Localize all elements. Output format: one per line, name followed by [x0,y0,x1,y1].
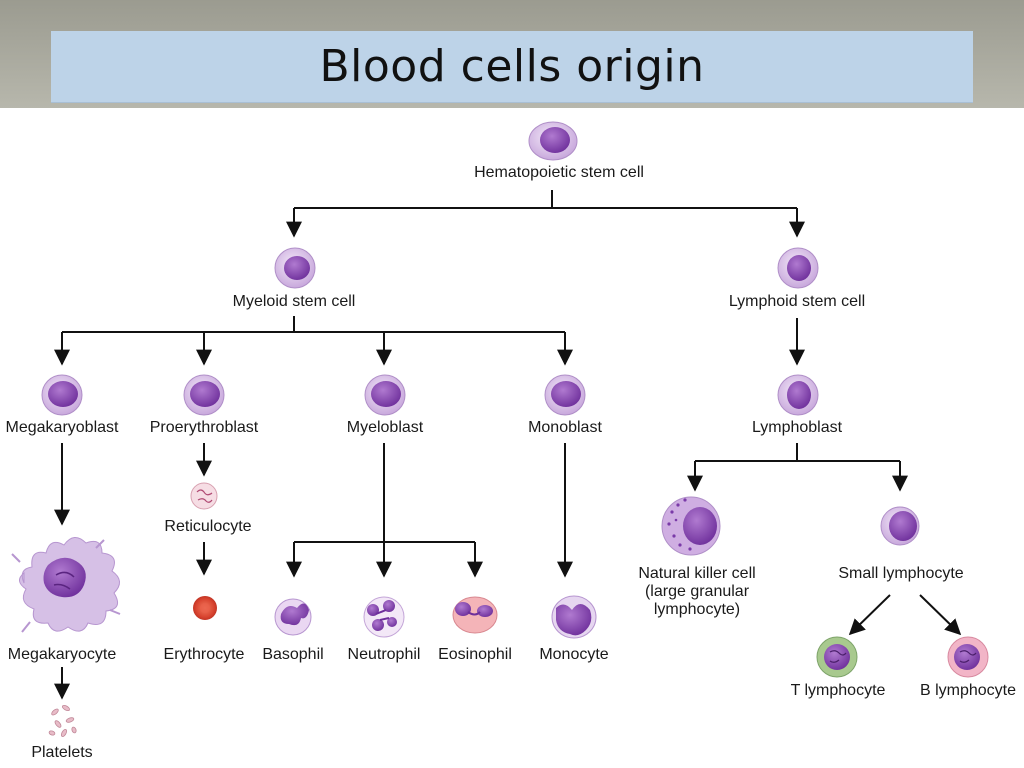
proerythroblast-label: Proerythroblast [150,419,259,436]
lymphoid-stem-cell-icon [777,247,819,289]
lymphoblast-label: Lymphoblast [752,419,843,436]
megakaryocyte-label: Megakaryocyte [8,646,117,663]
erythrocyte-icon [193,596,217,620]
myeloid-stem-cell-icon [274,247,316,289]
small-lymphocyte-icon [880,506,920,546]
megakaryoblast-label: Megakaryoblast [6,419,120,436]
neutrophil-label: Neutrophil [348,646,421,663]
nk-label-line3: lymphocyte) [654,601,740,618]
t-lymphocyte-icon [816,636,858,678]
megakaryocyte-icon [11,537,121,633]
platelets-icon [48,704,77,738]
eosinophil-label: Eosinophil [438,646,512,663]
nk-label-line2: (large granular [645,583,750,600]
natural-killer-cell-icon [661,496,721,556]
neutrophil-icon [363,596,405,638]
monocyte-icon [551,595,597,639]
hsc-cell-icon [528,121,578,161]
hsc-label: Hematopoietic stem cell [474,164,644,181]
nk-label-line1: Natural killer cell [638,565,755,582]
basophil-label: Basophil [262,646,323,663]
erythrocyte-label: Erythrocyte [164,646,245,663]
eosinophil-icon [452,596,498,634]
megakaryoblast-icon [41,374,83,416]
proerythroblast-icon [183,374,225,416]
slide-title: Blood cells origin [319,41,705,92]
basophil-icon [274,598,312,636]
b-lymphocyte-icon [947,636,989,678]
connectors [54,190,962,700]
b-lymphocyte-label: B lymphocyte [920,682,1016,699]
myeloid-stem-cell-label: Myeloid stem cell [233,293,356,310]
t-lymphocyte-label: T lymphocyte [791,682,886,699]
monocyte-label: Monocyte [539,646,608,663]
lymphoblast-icon [777,374,819,416]
monoblast-label: Monoblast [528,419,602,436]
lymphoid-stem-cell-label: Lymphoid stem cell [729,293,865,310]
reticulocyte-label: Reticulocyte [164,518,251,535]
title-box: Blood cells origin [51,31,973,102]
small-lymphocyte-label: Small lymphocyte [838,565,963,582]
myeloblast-icon [364,374,406,416]
myeloblast-label: Myeloblast [347,419,424,436]
platelets-label: Platelets [31,744,92,761]
reticulocyte-icon [190,482,218,510]
monoblast-icon [544,374,586,416]
